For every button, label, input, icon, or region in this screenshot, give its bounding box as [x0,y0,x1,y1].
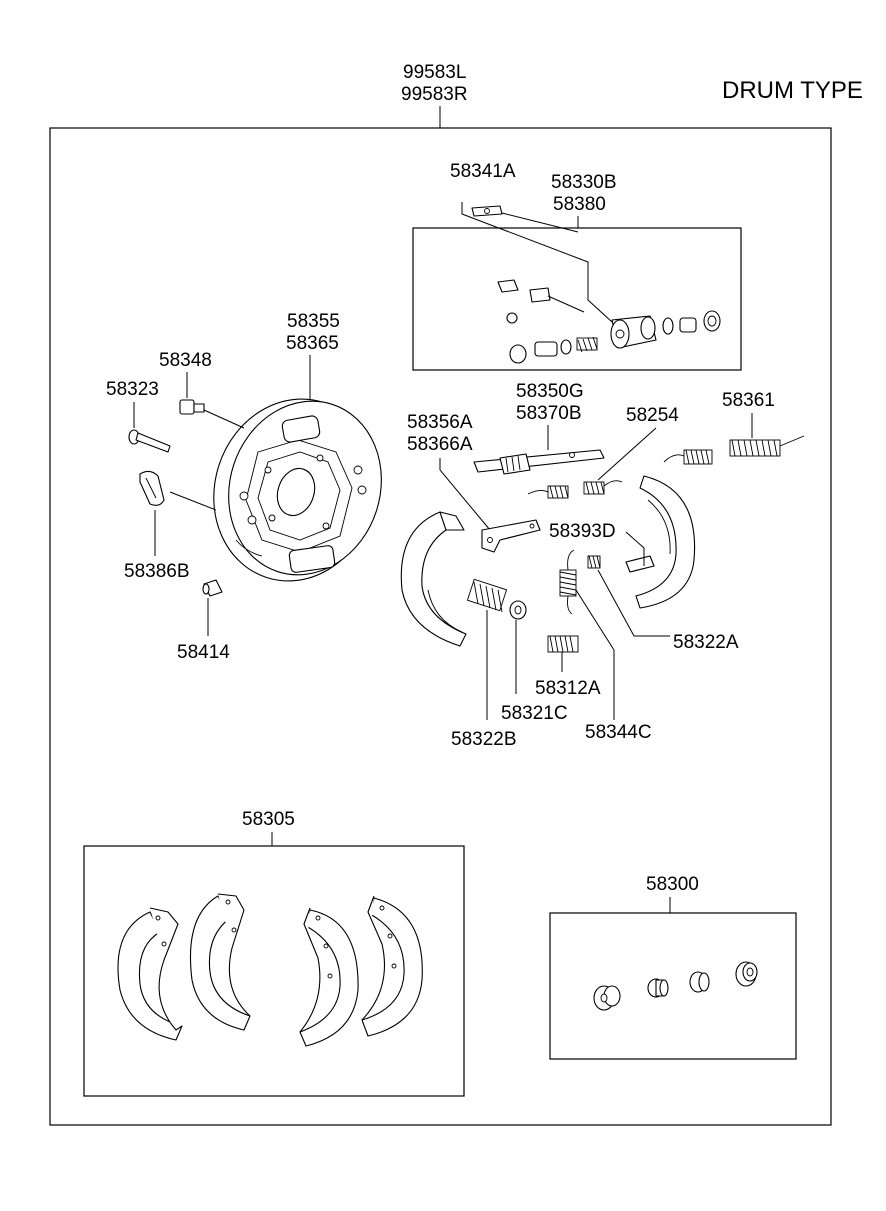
spring-58322B [466,578,508,613]
label-58321C: 58321C [501,703,568,724]
label-58361: 58361 [722,390,775,411]
label-58341A: 58341A [450,161,516,182]
label-58305: 58305 [242,809,295,830]
bleeder-screw [497,279,585,324]
assembly-frame [49,127,832,1126]
label-58348: 58348 [159,350,212,371]
lever-58356A [481,519,541,553]
kit-piston-2 [647,978,669,998]
label-58365: 58365 [286,333,339,354]
shoe-set-2 [189,893,251,1031]
spring-58344C [559,549,577,615]
kit-cup-1 [593,985,621,1011]
label-58350G: 58350G [516,381,584,402]
spring-58322A [587,555,601,569]
label-58380: 58380 [553,194,606,215]
label-58254: 58254 [626,405,679,426]
spring-58254 [527,480,623,499]
shoe-set-3 [299,907,359,1047]
label-58330B: 58330B [551,172,617,193]
leader-58322A [597,569,670,637]
label-58322A: 58322A [673,632,739,653]
shoe-set-box [83,845,465,1097]
cup-58321C [509,600,527,620]
leader-58386B-plate [169,491,217,511]
leader-58356A [439,458,491,531]
spring-58361 [663,435,805,465]
label-58393D: 58393D [549,521,616,542]
diagram-title: DRUM TYPE [722,77,863,104]
plug-58414 [202,579,223,597]
adjuster-58350G [473,449,605,475]
leader-58344C [575,589,615,720]
backing-plate [213,398,382,582]
shoe-set-4 [361,895,423,1037]
label-99583R: 99583R [401,84,468,105]
leader-58341A [461,202,613,323]
cylinder-cup-left [509,336,598,364]
leader-58341A-2 [497,211,579,233]
label-99583L: 99583L [403,62,466,83]
leader-58393D [625,531,645,566]
shoe-set-1 [117,907,183,1041]
cylinder-cup-right [662,310,721,335]
cylinder-kit-box [549,912,797,1060]
label-58323: 58323 [106,379,159,400]
kit-piston-3 [689,971,710,993]
label-58344C: 58344C [585,722,652,743]
spring-58312A [547,635,579,653]
pin-58323 [128,429,171,453]
label-58414: 58414 [177,642,230,663]
label-58370B: 58370B [516,403,582,424]
label-58386B: 58386B [124,561,190,582]
label-58355: 58355 [287,311,340,332]
bleeder-cap [471,205,503,217]
label-58322B: 58322B [451,729,517,750]
label-58300: 58300 [646,874,699,895]
wheel-cylinder-box [412,227,742,371]
kit-boot-4 [735,961,758,987]
brake-shoe-right [625,475,696,609]
label-58356A: 58356A [407,412,473,433]
leader-58348-plate [203,409,245,429]
clip-58386B [139,470,165,506]
label-58312A: 58312A [535,678,601,699]
leader-58254 [597,427,657,481]
label-58366A: 58366A [407,434,473,455]
bolt-58348 [179,399,205,415]
wheel-cylinder-body [610,315,657,349]
brake-shoe-left [400,511,467,647]
